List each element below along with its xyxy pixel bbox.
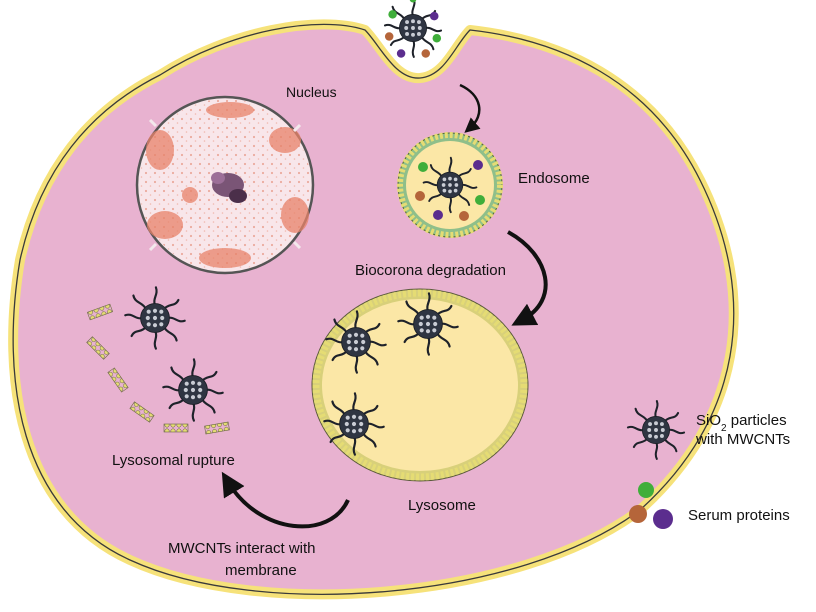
biocorona-label: Biocorona degradation bbox=[355, 262, 506, 279]
legend-particle-label-line2: with MWCNTs bbox=[695, 431, 790, 448]
lysosome-label: Lysosome bbox=[408, 497, 476, 514]
arrow-degradation bbox=[507, 230, 548, 326]
endosome-label: Endosome bbox=[518, 170, 590, 187]
legend-protein-icon bbox=[629, 482, 673, 529]
incoming-particle bbox=[383, 0, 443, 58]
endosome bbox=[397, 132, 503, 238]
arrow-interaction bbox=[221, 471, 350, 529]
legend-serum-label: Serum proteins bbox=[688, 507, 790, 524]
nucleus bbox=[135, 95, 315, 275]
arrow-entry bbox=[459, 83, 481, 133]
nucleus-label: Nucleus bbox=[286, 84, 337, 100]
rupture-label: Lysosomal rupture bbox=[112, 452, 235, 469]
legend: SiO2 particles with MWCNTs Serum protein… bbox=[626, 400, 790, 529]
lysosome bbox=[311, 288, 529, 482]
interaction-label-line1: MWCNTs interact with bbox=[168, 540, 316, 557]
chromatin bbox=[211, 172, 247, 203]
legend-particle-label-line1: SiO2 particles bbox=[696, 412, 787, 434]
interaction-label-line2: membrane bbox=[225, 562, 297, 579]
